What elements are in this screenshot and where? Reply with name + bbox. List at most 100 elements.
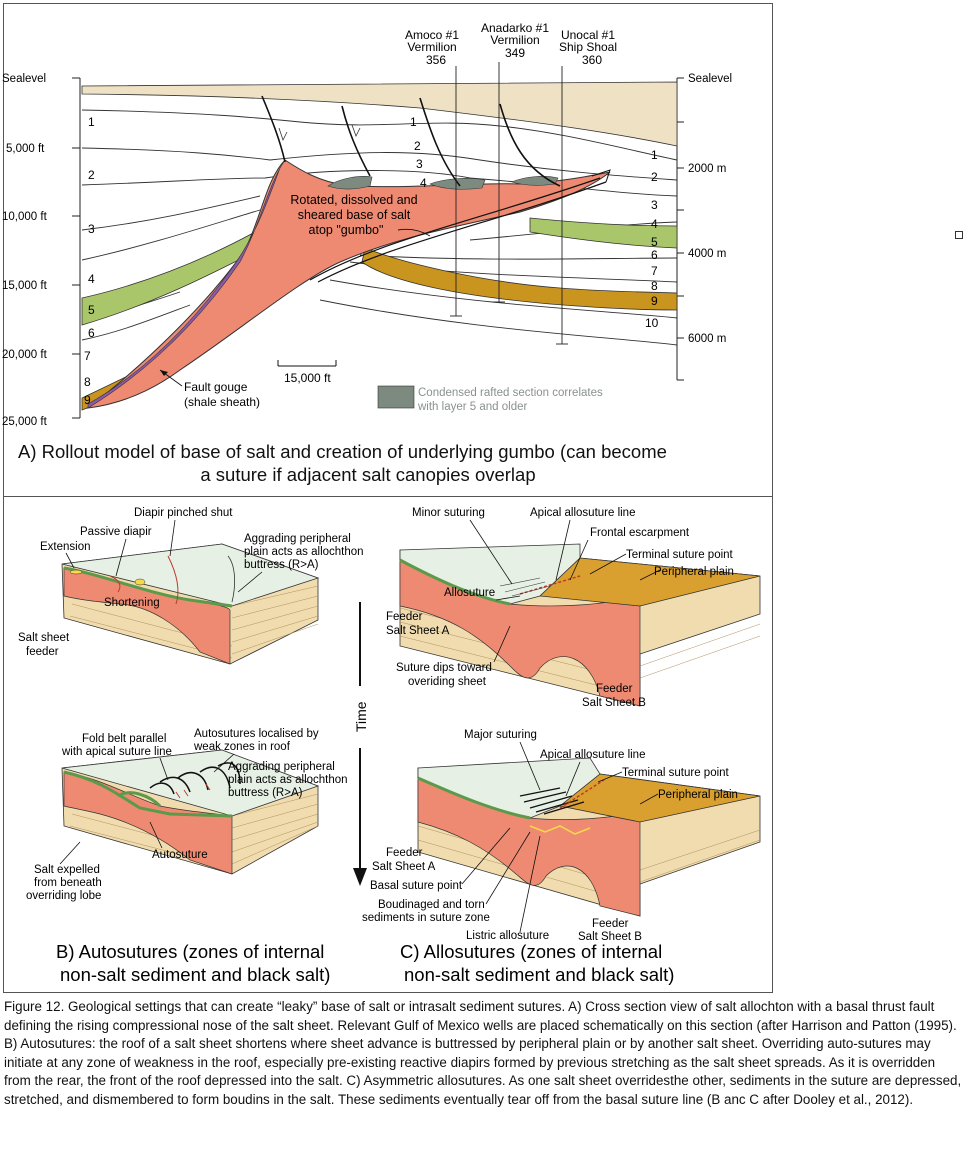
svg-text:B) Autosutures (zones of inter: B) Autosutures (zones of internal (56, 941, 324, 962)
svg-text:plain acts as allochthon: plain acts as allochthon (228, 774, 348, 786)
fault-gouge-label: Fault gouge (shale sheath) (184, 380, 260, 409)
well-3-number: 360 (582, 53, 602, 67)
svg-text:buttress (R>A): buttress (R>A) (228, 787, 303, 799)
left-depth-axis (72, 77, 81, 419)
svg-text:Aggrading peripheral: Aggrading peripheral (228, 761, 335, 773)
svg-text:Feeder: Feeder (386, 847, 423, 859)
block-c-bottom (417, 757, 761, 917)
svg-text:10,000 ft: 10,000 ft (2, 211, 48, 223)
svg-text:3: 3 (416, 157, 423, 171)
svg-text:2: 2 (88, 168, 95, 182)
svg-text:Peripheral plain: Peripheral plain (658, 789, 738, 801)
svg-text:atop "gumbo": atop "gumbo" (309, 223, 384, 237)
panel-c-title: C) Allosutures (zones of internal non-sa… (400, 941, 674, 985)
svg-text:15,000 ft: 15,000 ft (2, 280, 48, 292)
svg-text:Salt Sheet B: Salt Sheet B (578, 931, 642, 943)
svg-text:Terminal suture point: Terminal suture point (622, 767, 730, 779)
panel-bc-block-diagrams: Diapir pinched shut Passive diapir Exten… (18, 507, 761, 985)
svg-text:Apical allosuture line: Apical allosuture line (540, 749, 645, 761)
panel-a-cross-section: Amoco #1 Vermilion 356 Anadarko #1 Vermi… (2, 21, 732, 428)
svg-text:2: 2 (651, 170, 658, 184)
block-c-top-labels: Minor suturing Apical allosuture line Fr… (386, 507, 734, 709)
svg-text:Feeder: Feeder (386, 611, 423, 623)
scale-bar-label: 15,000 ft (284, 371, 331, 385)
block-b-bottom-labels: Fold belt parallel with apical suture li… (26, 728, 348, 902)
layer-9-right (361, 247, 678, 311)
salt-label: Rotated, dissolved and sheared base of s… (290, 193, 417, 237)
scale-bar (277, 360, 337, 367)
svg-text:4: 4 (420, 176, 427, 190)
svg-text:Rotated, dissolved and: Rotated, dissolved and (290, 193, 417, 207)
svg-text:overiding sheet: overiding sheet (408, 676, 487, 688)
legend-swatch (377, 385, 415, 409)
svg-text:feeder: feeder (26, 646, 59, 658)
well-2-number: 349 (505, 46, 525, 60)
svg-text:Feeder: Feeder (596, 683, 633, 695)
svg-text:1: 1 (410, 115, 417, 129)
svg-text:2: 2 (414, 139, 421, 153)
panel-b-title: B) Autosutures (zones of internal non-sa… (56, 941, 330, 985)
layer-5-right (529, 217, 678, 249)
svg-text:25,000 ft: 25,000 ft (2, 416, 48, 428)
fault-arrows (278, 124, 361, 142)
svg-text:Sealevel: Sealevel (688, 73, 732, 85)
block-b-bottom-leaders (59, 753, 235, 865)
svg-text:with layer 5 and older: with layer 5 and older (417, 401, 527, 413)
svg-text:Autosuture: Autosuture (152, 849, 208, 861)
well-1-block: Vermilion (407, 40, 456, 54)
stray-marker (955, 231, 963, 239)
svg-text:9: 9 (651, 294, 658, 308)
well-3-name: Unocal #1 (561, 28, 615, 42)
svg-text:10: 10 (645, 316, 659, 330)
svg-text:Boudinaged and torn: Boudinaged and torn (378, 899, 485, 911)
svg-text:Diapir pinched shut: Diapir pinched shut (134, 507, 233, 519)
well-labels: Amoco #1 Vermilion 356 Anadarko #1 Vermi… (405, 21, 617, 67)
block-c-bottom-leaders (461, 741, 659, 933)
svg-text:Condensed rafted section corre: Condensed rafted section correlates (418, 387, 603, 399)
svg-text:6000 m: 6000 m (688, 333, 726, 345)
svg-text:Salt sheet: Salt sheet (18, 632, 70, 644)
svg-text:Suture dips toward: Suture dips toward (396, 662, 492, 674)
block-b-bottom (61, 749, 320, 875)
svg-text:1: 1 (651, 148, 658, 162)
svg-text:Passive diapir: Passive diapir (80, 526, 152, 538)
well-lines (450, 62, 568, 345)
right-layer-numbers: 1 2 3 4 5 6 7 8 9 10 (645, 148, 659, 330)
svg-text:7: 7 (651, 264, 658, 278)
normal-faults (261, 95, 561, 187)
svg-text:Salt expelled: Salt expelled (34, 864, 100, 876)
block-c-bottom-labels: Major suturing Apical allosuture line Te… (362, 729, 738, 943)
svg-text:from beneath: from beneath (34, 877, 102, 889)
svg-text:4000 m: 4000 m (688, 248, 726, 260)
right-depth-axis (676, 77, 684, 381)
panel-a-title: A) Rollout model of base of salt and cre… (18, 441, 667, 485)
svg-text:5: 5 (651, 235, 658, 249)
svg-text:Minor suturing: Minor suturing (412, 507, 485, 519)
svg-text:9: 9 (84, 393, 91, 407)
well-1-name: Amoco #1 (405, 28, 459, 42)
svg-text:4: 4 (88, 272, 95, 286)
svg-text:non-salt sediment and black sa: non-salt sediment and black salt) (60, 964, 330, 985)
svg-text:20,000 ft: 20,000 ft (2, 349, 48, 361)
svg-text:7: 7 (84, 349, 91, 363)
svg-text:buttress (R>A): buttress (R>A) (244, 559, 319, 571)
svg-text:Listric allosuture: Listric allosuture (466, 930, 549, 942)
fault-gouge-arrowhead (160, 370, 168, 376)
svg-text:C) Allosutures (zones of inter: C) Allosutures (zones of internal (400, 941, 662, 962)
svg-text:Frontal escarpment: Frontal escarpment (590, 527, 690, 539)
svg-text:Peripheral plain: Peripheral plain (654, 566, 734, 578)
well-3-block: Ship Shoal (559, 40, 617, 54)
block-c-top (399, 543, 761, 707)
svg-text:8: 8 (651, 279, 658, 293)
fault-gouge-sheath (87, 159, 286, 409)
svg-text:8: 8 (84, 375, 91, 389)
svg-text:2000 m: 2000 m (688, 163, 726, 175)
svg-text:3: 3 (651, 198, 658, 212)
svg-text:5,000 ft: 5,000 ft (6, 143, 45, 155)
well-2-name: Anadarko #1 (481, 21, 549, 35)
svg-text:Salt Sheet A: Salt Sheet A (386, 625, 450, 637)
legend-text: Condensed rafted section correlates with… (417, 387, 603, 413)
svg-text:sheared base of salt: sheared base of salt (298, 208, 411, 222)
salt-label-arrow (397, 228, 431, 237)
left-axis-labels: Sealevel 5,000 ft 10,000 ft 15,000 ft 20… (2, 73, 48, 428)
